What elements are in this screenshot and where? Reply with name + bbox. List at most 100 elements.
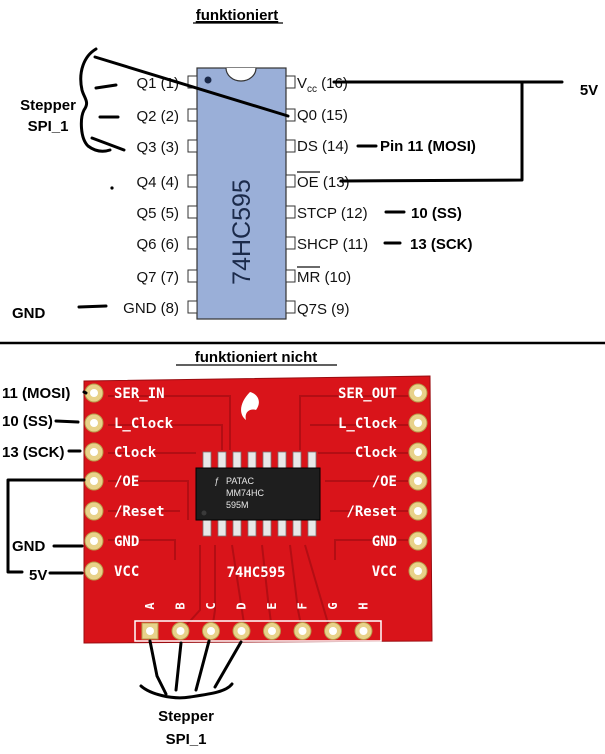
bottom-mosi-label: 11 (MOSI) xyxy=(2,385,70,402)
pin-vcc-label: Vcc (16) xyxy=(297,75,348,95)
soic-lead xyxy=(202,451,212,470)
wire-b-mosi xyxy=(82,390,88,395)
bottom-pin-letter: F xyxy=(296,602,310,609)
chip-pin-left xyxy=(187,139,198,153)
soic-lead xyxy=(247,451,257,470)
soic-pin1-dot-icon xyxy=(201,510,207,516)
wire-b-b xyxy=(174,641,183,692)
board-right-pads xyxy=(408,383,428,581)
top-5v-label: 5V xyxy=(580,82,598,99)
header-pad-hole xyxy=(329,627,337,635)
wire-b-d xyxy=(213,640,243,689)
board-left-label: VCC xyxy=(114,564,139,580)
pin-q0-label: Q0 (15) xyxy=(297,107,348,124)
wire-b-ss xyxy=(54,419,80,424)
board-left-label: /Reset xyxy=(114,504,165,520)
pin-q7s-label: Q7S (9) xyxy=(297,301,350,318)
board-right-label: /Reset xyxy=(346,504,397,520)
bottom-pin-letter: A xyxy=(143,602,157,610)
top-stepper-label: Stepper xyxy=(20,97,76,114)
chip-pin-right xyxy=(285,269,296,283)
soic-lead xyxy=(247,518,257,537)
pin-label-left: GND (8) xyxy=(123,300,179,317)
chip-pin-right xyxy=(285,75,296,89)
board-pad-hole xyxy=(414,507,422,515)
ic-marking-line1: PATAC xyxy=(226,476,255,486)
soic-lead xyxy=(277,451,287,470)
wire-q1 xyxy=(94,83,118,90)
pin1-dot-icon xyxy=(204,76,212,84)
top-mosi-label: Pin 11 (MOSI) xyxy=(380,138,476,155)
chip-pin-left xyxy=(187,300,198,314)
bottom-pin-letter: D xyxy=(235,602,249,609)
header-pad-hole xyxy=(359,627,368,635)
top-gnd-label: GND xyxy=(12,305,46,322)
chip-pin-left xyxy=(187,108,198,122)
ic-marking-line2: MM74HC xyxy=(226,488,265,498)
top-title: funktioniert xyxy=(196,7,279,24)
board-left-label: L_Clock xyxy=(114,416,174,432)
pin-label-left: Q2 (2) xyxy=(136,108,179,125)
chip-pin-left xyxy=(187,205,198,219)
ic-marking-line3: 595M xyxy=(226,500,249,510)
wire-stepper-q0 xyxy=(93,55,290,118)
board-left-label: Clock xyxy=(114,445,157,461)
wire-gnd xyxy=(77,304,108,309)
soic-lead xyxy=(277,518,287,537)
bottom-ss-label: 10 (SS) xyxy=(2,413,53,430)
left-pin-labels: Q1 (1)Q2 (2)Q3 (3)Q4 (4)Q5 (5)Q6 (6)Q7 (… xyxy=(123,75,179,317)
chip-pin-left xyxy=(187,236,198,250)
board-traces xyxy=(108,395,408,631)
wire-q3 xyxy=(90,136,126,152)
right-pin-labels: Vcc (16) Q0 (15) DS (14) OE (13) STCP (1… xyxy=(297,75,368,318)
bottom-pin-pads xyxy=(134,620,382,642)
soic-lead xyxy=(202,518,212,537)
header-pad-hole xyxy=(268,627,276,635)
header-outline xyxy=(134,620,382,642)
bottom-5v-label: 5V xyxy=(29,567,47,584)
board-pad-hole xyxy=(90,537,98,545)
header-pad-hole xyxy=(207,627,215,635)
board-pad-hole xyxy=(90,507,98,515)
board-right-label: VCC xyxy=(372,564,397,580)
board-pad-hole xyxy=(414,389,422,397)
wire-b-oe-5v xyxy=(6,478,86,574)
board-pad-hole xyxy=(90,477,98,485)
board-pad-hole xyxy=(414,567,422,575)
bottom-stepper-label: Stepper xyxy=(158,708,214,725)
pin-oe-label: OE (13) xyxy=(297,174,350,191)
soic-lead xyxy=(307,451,317,470)
board-pad-hole xyxy=(414,448,422,456)
bottom-sck-label: 13 (SCK) xyxy=(2,444,65,461)
soic-lead xyxy=(232,518,242,537)
board-pad-hole xyxy=(90,419,98,427)
soic-lead xyxy=(232,451,242,470)
board-pad-hole xyxy=(414,419,422,427)
wire-b-a xyxy=(148,639,168,696)
soic-lead xyxy=(262,518,272,537)
bottom-pin-letter: H xyxy=(357,602,371,609)
chip-notch xyxy=(225,67,257,82)
board-pad-hole xyxy=(414,477,422,485)
chip-pin-right xyxy=(285,139,296,153)
board-left-label: SER_IN xyxy=(114,386,165,402)
header-pad-hole xyxy=(298,627,307,635)
board-pad-hole xyxy=(90,567,98,575)
soic-lead xyxy=(292,518,302,537)
board-right-label: L_Clock xyxy=(338,416,398,432)
fairchild-logo-icon: ƒ xyxy=(214,476,219,486)
chip-pin-left xyxy=(187,269,198,283)
bottom-pin-letter: E xyxy=(265,602,279,609)
bottom-title: funktioniert nicht xyxy=(195,349,318,366)
pin-mr-label: MR (10) xyxy=(297,269,351,286)
pin-label-left: Q7 (7) xyxy=(136,269,179,286)
bottom-pin-letter: C xyxy=(204,602,218,609)
board-left-pads xyxy=(84,383,104,581)
header-pad-hole xyxy=(146,627,154,635)
bottom-spi-label: SPI_1 xyxy=(166,731,207,748)
bottom-pin-letter: G xyxy=(326,602,340,609)
